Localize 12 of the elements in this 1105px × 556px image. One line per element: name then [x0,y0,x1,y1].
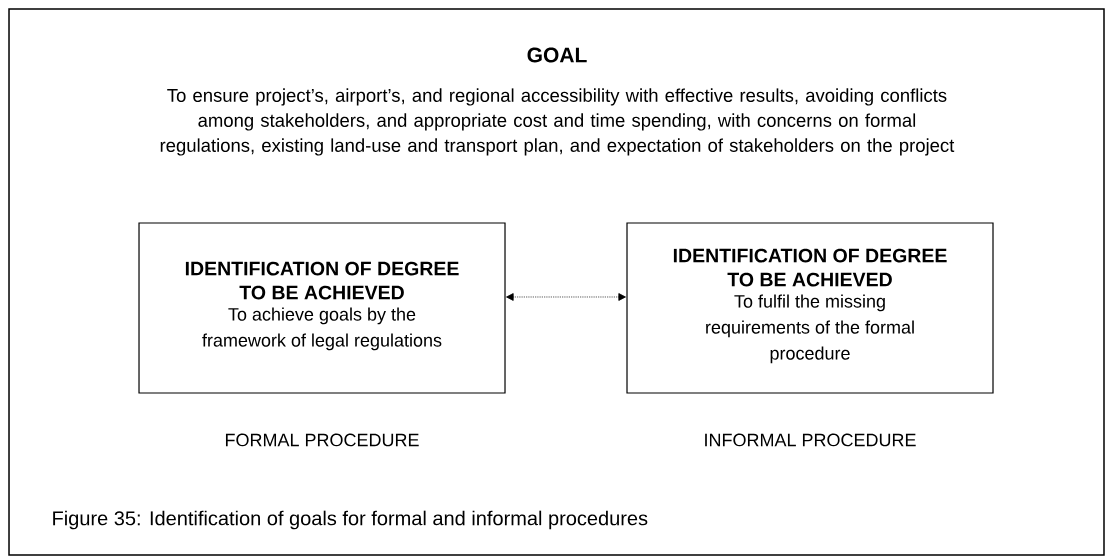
step-box [138,222,506,394]
goal-text: To ensure project’s, airport’s, and regional accessibility with effective results, avoiding conflicts among stakeholders, and appropriate cost and time spending, with concerns on formal regulations, existing land-use and transport plan, and expectation of stakeholders on the project [160,88,955,156]
procedure-label: FORMAL PROCEDURE [226,433,419,447]
box-text: To fulfil the missing requirements of the formal procedure [706,294,914,364]
figure-caption: Figure 35: Identification of goals for formal and informal procedures [53,510,648,530]
box-text: To achieve goals by the framework of legal regulations [202,307,442,351]
box-heading: IDENTIFICATION OF DEGREE TO BE ACHIEVED [673,248,947,287]
double-arrow [506,293,626,301]
procedure-label: INFORMAL PROCEDURE [705,433,916,447]
diagram-title: GOAL [527,47,587,63]
box-heading: IDENTIFICATION OF DEGREE TO BE ACHIEVED [185,261,459,300]
step-box [626,222,994,394]
